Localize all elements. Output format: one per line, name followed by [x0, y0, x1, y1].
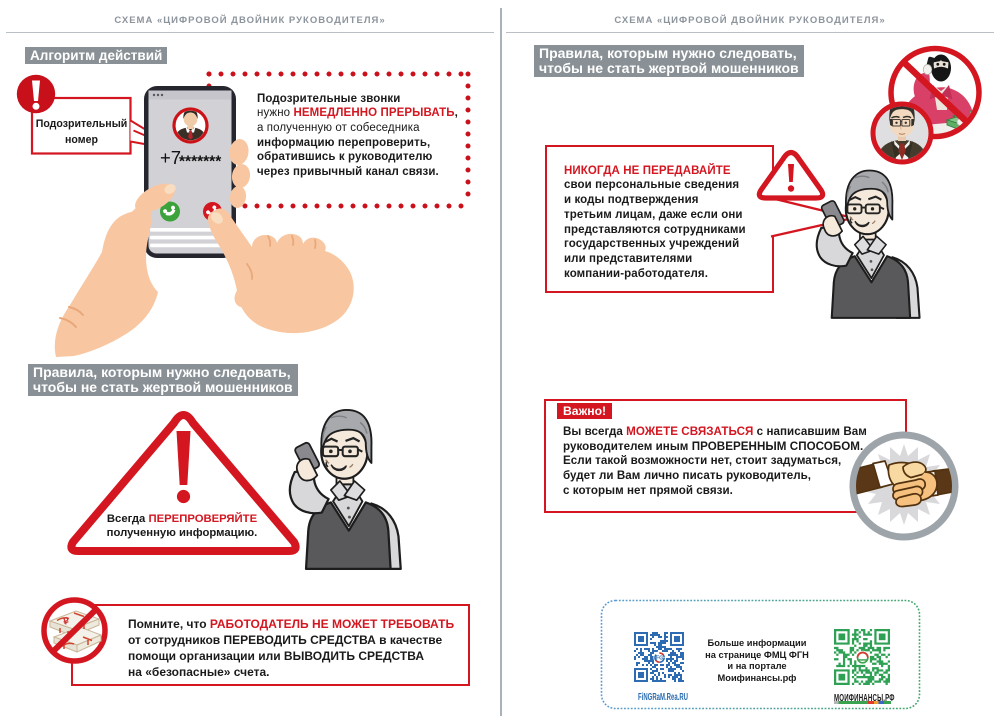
svg-text:*******: *******: [179, 154, 222, 171]
svg-text:+7: +7: [160, 147, 181, 168]
svg-text:FG: FG: [656, 656, 663, 662]
svg-text:₽: ₽: [62, 615, 71, 626]
